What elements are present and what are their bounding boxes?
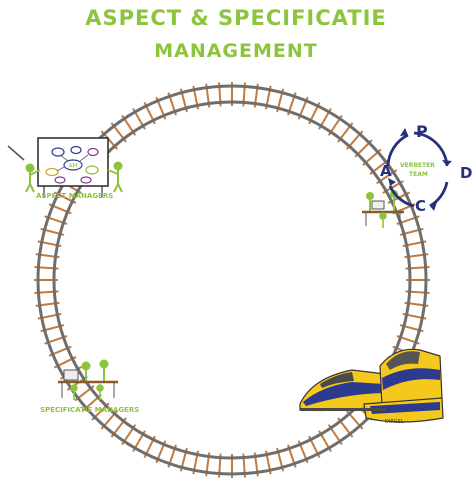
aspect-managers-whiteboard: AM — [7, 137, 109, 198]
aspect-managers-people — [25, 161, 123, 193]
train-illustration — [299, 348, 444, 423]
pdca-check-letter: C — [415, 197, 427, 215]
pdca-cycle — [386, 128, 452, 211]
verbeter-team-table — [362, 190, 404, 228]
title-line-2: MANAGEMENT — [154, 40, 318, 62]
track-rail — [36, 84, 428, 476]
verbeter-label: VERBETER — [400, 162, 435, 169]
specificatie-managers-table — [58, 359, 118, 400]
artist-signature: DIRGSL — [385, 419, 404, 425]
team-label: TEAM — [409, 171, 428, 178]
track-rail — [52, 100, 412, 460]
title-line-1: ASPECT & SPECIFICATIE — [85, 6, 387, 30]
pdca-act-letter: A — [380, 162, 392, 180]
aspect-managers-label: ASPECT MANAGERS — [36, 192, 114, 200]
whiteboard-center-label: AM — [68, 163, 77, 170]
pdca-do-letter: D — [460, 164, 472, 182]
pdca-plan-letter: P — [416, 122, 428, 141]
specificatie-managers-label: SPECIFICATIE MANAGERS — [40, 406, 140, 414]
